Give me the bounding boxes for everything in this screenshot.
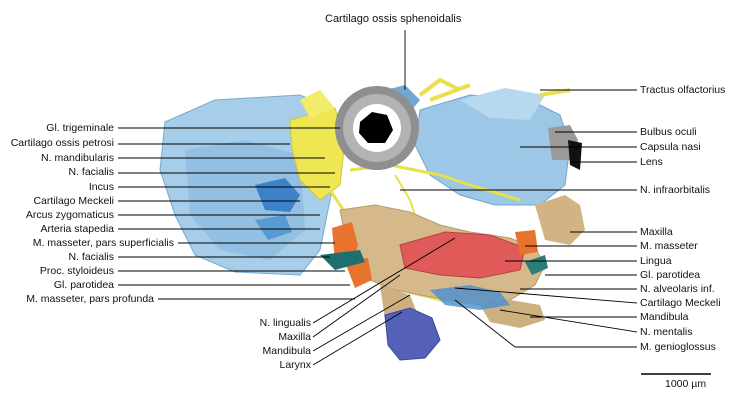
label-lens: Lens <box>640 156 663 168</box>
label-mandibula-right: Mandibula <box>640 311 689 323</box>
anatomy-model <box>159 77 585 361</box>
label-m-masseter-right: M. masseter <box>640 240 698 252</box>
label-cartilago-ossis-petrosi: Cartilago ossis petrosi <box>10 137 114 149</box>
title-label: Cartilago ossis sphenoidalis <box>325 13 462 25</box>
label-incus: Incus <box>88 181 114 193</box>
label-cartilago-meckeli-right: Cartilago Meckeli <box>640 297 721 309</box>
label-n-mandibularis: N. mandibularis <box>41 152 114 164</box>
label-maxilla-bottom: Maxilla <box>278 331 311 343</box>
scale-bar-label: 1000 µm <box>665 378 707 390</box>
label-m-masseter-superficialis: M. masseter, pars superficialis <box>32 237 174 249</box>
leader-lines <box>118 30 638 366</box>
label-maxilla-right: Maxilla <box>640 226 673 238</box>
label-mandibula-bottom: Mandibula <box>262 345 311 357</box>
label-m-masseter-profunda: M. masseter, pars profunda <box>26 293 154 305</box>
label-arcus-zygomaticus: Arcus zygomaticus <box>25 209 114 221</box>
label-gl-parotidea-right: Gl. parotidea <box>640 269 701 281</box>
label-larynx: Larynx <box>279 359 311 371</box>
label-n-lingualis: N. lingualis <box>259 317 311 329</box>
label-m-genioglossus: M. genioglossus <box>640 341 716 353</box>
label-bulbus-oculi: Bulbus oculi <box>640 126 697 138</box>
label-cartilago-meckeli-left: Cartilago Meckeli <box>33 195 114 207</box>
label-lingua: Lingua <box>640 255 672 267</box>
label-capsula-nasi: Capsula nasi <box>640 141 701 153</box>
label-proc-styloideus: Proc. styloideus <box>39 265 114 277</box>
label-n-facialis-2: N. facialis <box>68 251 114 263</box>
label-n-alveolaris-inf: N. alveolaris inf. <box>640 283 715 295</box>
label-n-facialis-1: N. facialis <box>68 166 114 178</box>
label-gl-trigeminale: Gl. trigeminale <box>46 122 114 134</box>
label-n-infraorbitalis: N. infraorbitalis <box>640 184 711 196</box>
label-tractus-olfactorius: Tractus olfactorius <box>640 84 726 96</box>
label-n-mentalis: N. mentalis <box>640 326 693 338</box>
label-arteria-stapedia: Arteria stapedia <box>40 223 114 235</box>
label-gl-parotidea-left: Gl. parotidea <box>53 279 114 291</box>
